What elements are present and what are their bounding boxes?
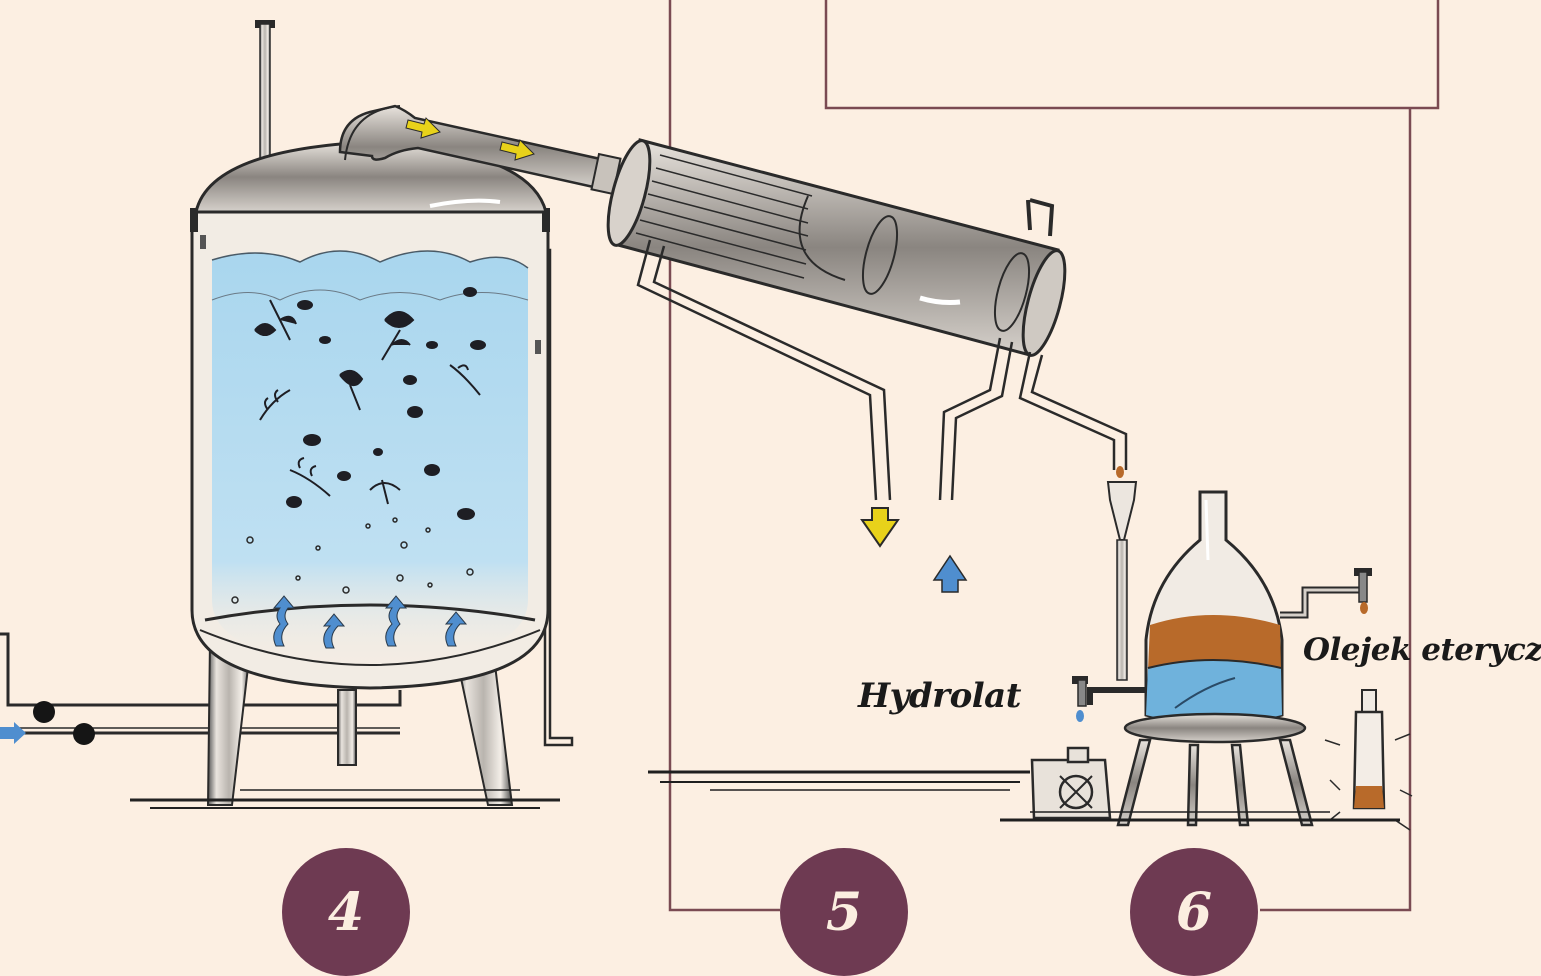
valve-icon <box>33 701 55 723</box>
essential-oil-label: Olejek eteryczny <box>1303 632 1541 668</box>
hydrolat-label: Hydrolat <box>858 676 1021 716</box>
step-4-badge: 4 <box>282 848 410 976</box>
step-6-badge: 6 <box>1130 848 1258 976</box>
arrow-up-icon <box>934 556 966 592</box>
valve-icon <box>73 723 95 745</box>
hydrolat-canister <box>1032 748 1110 818</box>
still-vessel <box>190 208 550 688</box>
arrow-right-icon <box>0 722 26 744</box>
oil-drop <box>1116 466 1124 478</box>
oil-bottle <box>1325 690 1412 830</box>
flask-stand <box>1118 714 1312 825</box>
step-5-badge: 5 <box>780 848 908 976</box>
floor-lines <box>648 772 1400 820</box>
arrow-down-icon <box>862 508 898 546</box>
separator-funnel <box>1108 482 1136 680</box>
